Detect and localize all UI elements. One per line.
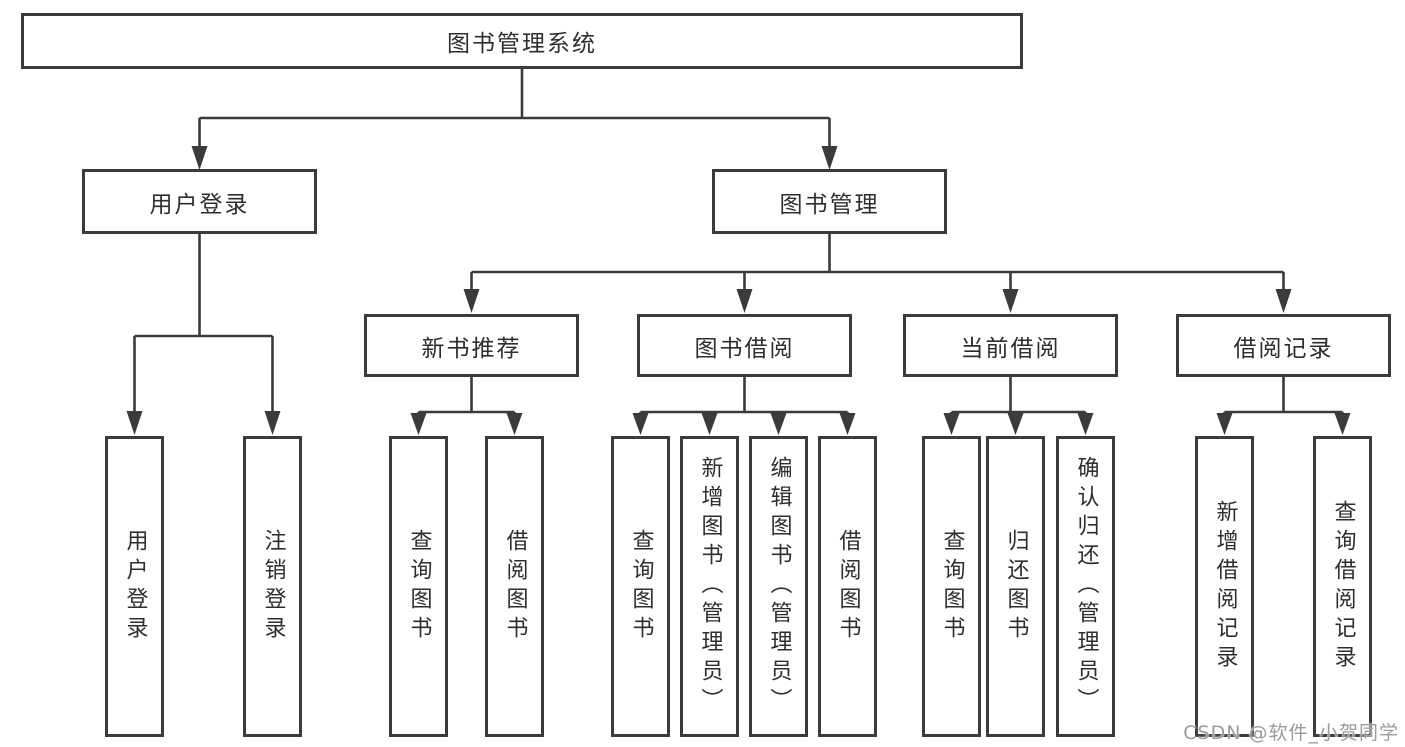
node-label: 图书管理系统 [447, 31, 597, 57]
leaf-logout: 注销登录 [243, 436, 302, 737]
leaf-confirm-return-admin: 确认归还（管理员） [1056, 436, 1115, 737]
leaf-label: 查询图书 [939, 528, 965, 645]
leaf-return-books: 归还图书 [986, 436, 1045, 737]
leaf-query-borrow-record: 查询借阅记录 [1313, 436, 1372, 737]
leaf-query-books-borrowing: 查询图书 [611, 436, 670, 737]
leaf-label: 用户登录 [122, 528, 148, 645]
leaf-borrow-books-recommend: 借阅图书 [485, 436, 544, 737]
leaf-label: 查询图书 [628, 528, 654, 645]
leaf-label: 归还图书 [1003, 528, 1029, 645]
node-label: 用户登录 [149, 191, 250, 218]
leaf-user-login: 用户登录 [105, 436, 164, 737]
node-label: 借阅记录 [1233, 335, 1334, 362]
node-label: 图书借阅 [694, 335, 795, 362]
node-new-book-recommendation: 新书推荐 [364, 314, 579, 377]
leaf-edit-books-admin: 编辑图书（管理员） [749, 436, 808, 737]
leaf-label: 确认归还（管理员） [1073, 456, 1099, 717]
node-current-borrowing: 当前借阅 [903, 314, 1118, 377]
leaf-add-books-admin: 新增图书（管理员） [680, 436, 739, 737]
leaf-query-books-recommend: 查询图书 [389, 436, 448, 737]
node-label: 新书推荐 [421, 335, 522, 362]
node-label: 当前借阅 [960, 335, 1061, 362]
leaf-add-borrow-record: 新增借阅记录 [1195, 436, 1254, 737]
leaf-borrow-books-borrowing: 借阅图书 [818, 436, 877, 737]
leaf-query-books-current: 查询图书 [922, 436, 981, 737]
csdn-watermark: CSDN @软件_小贺同学 [1183, 722, 1399, 744]
node-borrowing-records: 借阅记录 [1176, 314, 1391, 377]
leaf-label: 注销登录 [260, 528, 286, 645]
node-book-borrowing: 图书借阅 [637, 314, 852, 377]
leaf-label: 查询借阅记录 [1330, 499, 1356, 674]
node-library-management-system: 图书管理系统 [21, 13, 1023, 69]
node-label: 图书管理 [779, 191, 880, 218]
leaf-label: 新增图书（管理员） [697, 456, 723, 717]
leaf-label: 借阅图书 [835, 528, 861, 645]
leaf-label: 查询图书 [406, 528, 432, 645]
arrowheads [126, 146, 1351, 435]
node-user-login: 用户登录 [82, 169, 317, 234]
leaf-label: 新增借阅记录 [1212, 499, 1238, 674]
leaf-label: 编辑图书（管理员） [766, 456, 792, 717]
leaf-label: 借阅图书 [502, 528, 528, 645]
node-book-management: 图书管理 [712, 169, 947, 234]
